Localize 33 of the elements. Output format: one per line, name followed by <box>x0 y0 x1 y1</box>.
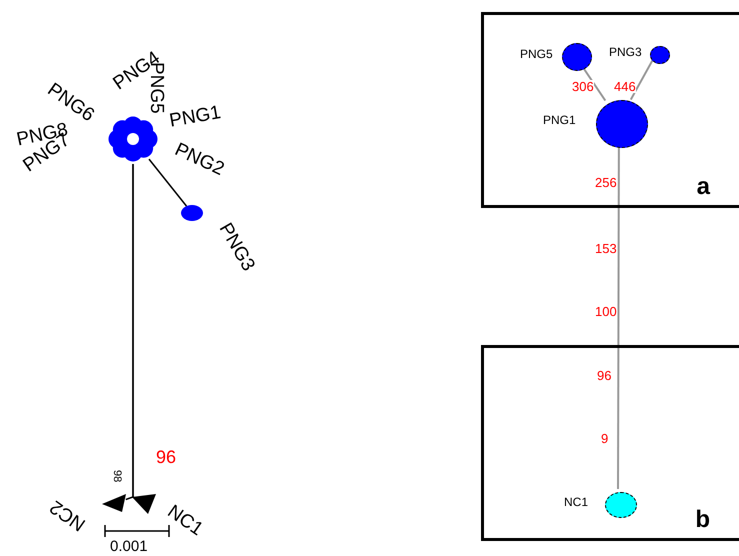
haplotype-circle <box>596 100 648 148</box>
haplotype-circle <box>605 492 637 518</box>
support-value: 100 <box>595 305 617 318</box>
tip-label: PNG1 <box>543 114 576 126</box>
tip-label: NC1 <box>564 496 588 508</box>
support-value: 98 <box>111 470 122 482</box>
edge-label: 446 <box>614 80 636 93</box>
scale-value: 0.001 <box>110 539 148 554</box>
panel-letter: b <box>695 508 710 532</box>
tip-label: PNG1 <box>168 103 222 131</box>
branch-line <box>132 164 136 498</box>
branch-line <box>148 158 188 207</box>
haplotype-circle <box>650 46 670 64</box>
branch-line <box>630 60 654 100</box>
edge-label: 306 <box>572 80 594 93</box>
tip-label: NC2 <box>46 496 89 534</box>
tip-label: NC1 <box>164 502 206 540</box>
support-value: 153 <box>595 242 617 255</box>
triangle-marker <box>102 494 127 513</box>
support-value: 9 <box>601 432 608 445</box>
panel-frame <box>481 12 739 208</box>
support-value: 96 <box>156 448 176 466</box>
node-circles-drawing <box>106 114 160 164</box>
triangle-marker <box>132 494 156 515</box>
edge-label: 256 <box>595 176 617 189</box>
panel-frame <box>481 345 739 541</box>
haplotype-circle <box>562 43 592 71</box>
tip-label: PNG3 <box>609 46 642 58</box>
panel-letter: a <box>696 175 710 199</box>
support-value: 96 <box>597 369 612 382</box>
haplotype-circle <box>181 205 203 221</box>
branch-line <box>617 145 620 489</box>
tip-label: PNG5 <box>520 48 553 60</box>
